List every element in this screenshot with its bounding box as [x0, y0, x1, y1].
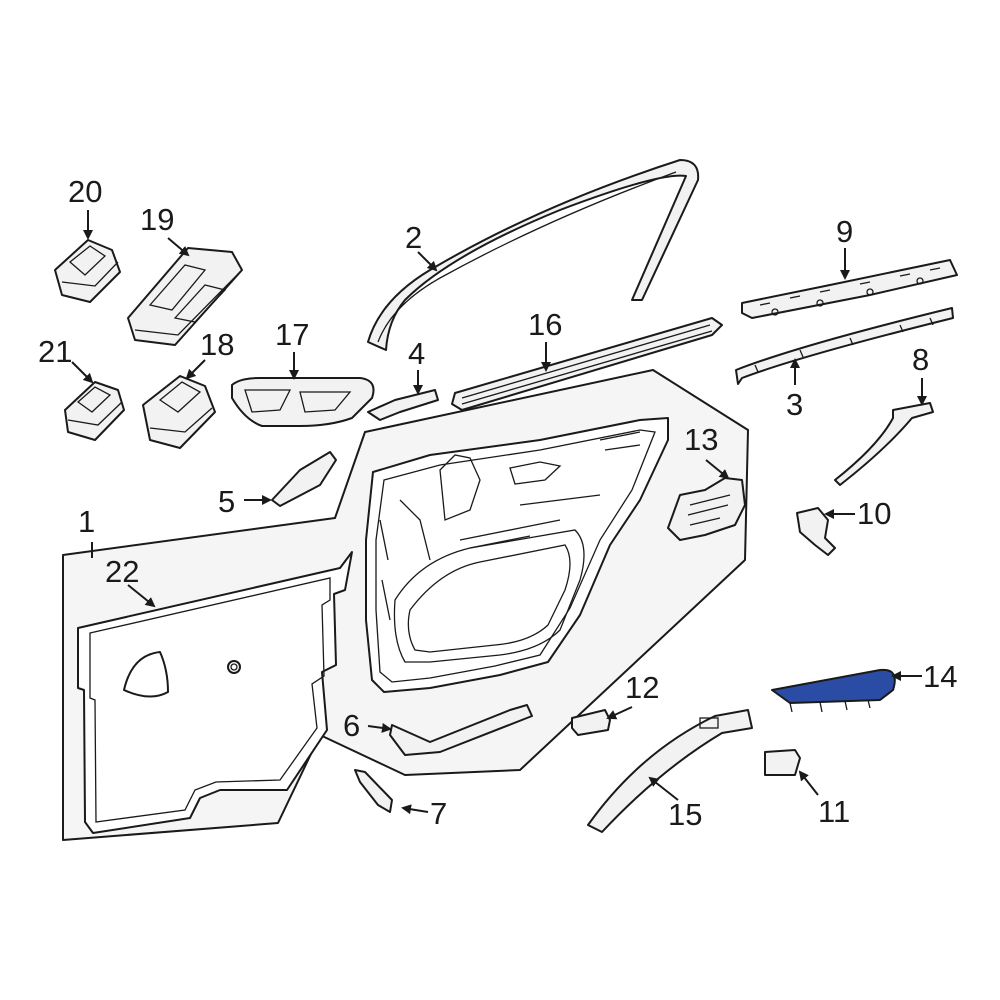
callout-6: 6 — [343, 708, 360, 743]
callout-22: 22 — [105, 554, 139, 589]
callout-16: 16 — [528, 307, 562, 342]
callout-5: 5 — [218, 484, 235, 519]
part-16-belt-weatherstrip[interactable] — [451, 317, 723, 411]
part-6-lower-molding[interactable] — [389, 704, 533, 756]
part-12-connector[interactable] — [571, 709, 611, 736]
callout-20: 20 — [68, 174, 102, 209]
callout-14: 14 — [923, 659, 957, 694]
callout-21: 21 — [38, 334, 72, 369]
callout-4: 4 — [408, 336, 425, 371]
part-3-belt-molding[interactable] — [735, 307, 954, 385]
part-4-bracket[interactable] — [367, 389, 439, 421]
part-18-window-switch[interactable] — [142, 375, 216, 449]
callout-13: 13 — [684, 422, 718, 457]
part-17-armrest-trim[interactable] — [231, 377, 375, 427]
part-22-watershield[interactable] — [77, 551, 353, 834]
callout-1: 1 — [78, 504, 95, 539]
callout-7: 7 — [430, 796, 447, 831]
leader-lines — [71, 210, 927, 815]
door-trim-panel-assembly[interactable] — [365, 417, 669, 693]
callout-9: 9 — [836, 214, 853, 249]
part-8-grab-strip[interactable] — [834, 402, 934, 486]
callout-3: 3 — [786, 387, 803, 422]
callout-8: 8 — [912, 342, 929, 377]
part-14-armrest-cover[interactable] — [771, 668, 896, 713]
callout-labels: 1 2 3 4 5 6 7 8 9 10 11 12 13 14 15 16 1… — [38, 174, 957, 832]
part-7-clip[interactable] — [354, 769, 393, 813]
callout-2: 2 — [405, 220, 422, 255]
callout-15: 15 — [668, 797, 702, 832]
part-15-pillar-trim[interactable] — [587, 709, 753, 833]
callout-17: 17 — [275, 317, 309, 352]
part-5-trim-piece[interactable] — [271, 451, 337, 507]
callout-10: 10 — [857, 496, 891, 531]
part-2-window-frame-seal[interactable] — [367, 159, 700, 351]
callout-12: 12 — [625, 670, 659, 705]
part-10-clip[interactable] — [796, 507, 836, 556]
part-13-inside-handle[interactable] — [667, 477, 746, 541]
part-21-window-switch[interactable] — [64, 381, 125, 441]
callout-19: 19 — [140, 202, 174, 237]
part-9-reinforcement-bracket[interactable] — [741, 259, 958, 319]
part-11-switch-housing[interactable] — [764, 749, 801, 776]
callout-18: 18 — [200, 327, 234, 362]
part-20-window-switch[interactable] — [54, 239, 121, 303]
callout-11: 11 — [818, 794, 850, 829]
